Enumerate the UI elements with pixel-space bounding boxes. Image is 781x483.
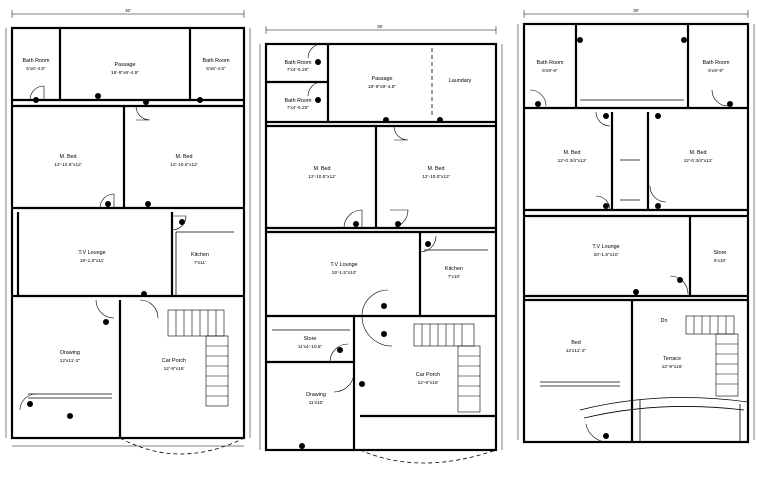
plan-3-room-5-name: T.V Lounge <box>592 244 619 250</box>
plan-1-room-9-name: Car Porch <box>162 358 186 364</box>
plan-1-room-3-size: 5'x6'-4.5" <box>206 66 226 72</box>
plan-3-room-2-size: 6'x9'-9" <box>708 68 724 74</box>
plan-1-room-5-name: M. Bed <box>175 154 192 160</box>
plan-1-room-8-size: 12'x11'-2" <box>60 358 81 364</box>
plan-2: 35' <box>259 24 503 464</box>
plan-3-room-1-size: 6'x9'-9" <box>542 68 558 74</box>
plan-2-room-4-name: Laundary <box>449 78 472 84</box>
plan-1-overall-width: 30' <box>125 8 131 13</box>
plan-2-room-11-name: Car Porch <box>416 372 440 378</box>
plan-1-room-2-size: 15'-9"x6'-4.5" <box>111 70 139 76</box>
plan-2-room-2-name: Bath Room <box>285 98 312 104</box>
plan-2-room-6-name: M. Bed <box>427 166 444 172</box>
plan-3-room-8-size: 12'-9"x16' <box>662 364 683 370</box>
plan-1-room-7-name: Kitchen <box>191 252 209 258</box>
plan-3-room-4-size: 12'-0 3/4"x12' <box>684 158 713 164</box>
plan-2-room-8-size: 7'x10' <box>448 274 460 280</box>
plan-2-room-5-name: M. Bed <box>313 166 330 172</box>
plan-3-room-5-size: 20'-1.5"x10' <box>594 252 619 258</box>
plan-3-room-2-name: Bath Room <box>703 60 730 66</box>
plan-3-room-3-size: 12'-0 3/4"x12' <box>558 158 587 164</box>
plan-3-room-4-name: M. Bed <box>689 150 706 156</box>
plan-2-room-9-name: Store <box>304 336 317 342</box>
plan-1-room-8-name: Drawing <box>60 350 80 356</box>
plan-2-room-7-name: T.V Lounge <box>330 262 357 268</box>
plan-2-room-1-name: Bath Room <box>285 60 312 66</box>
plan-3-room-7-size: 12'x11'-2" <box>566 348 587 354</box>
plan-2-room-6-size: 12'-10.5"x12' <box>422 174 450 180</box>
plan-1-room-9-size: 12'-9"x16' <box>164 366 185 372</box>
plan-1-room-6-name: T.V Lounge <box>78 250 105 256</box>
plan-1-room-6-size: 19'-1.5"x11' <box>80 258 105 264</box>
plan-1-room-4-size: 12'-10.5"x12' <box>54 162 82 168</box>
plan-2-room-1-size: 7'x4'-5.25" <box>287 67 309 73</box>
plan-3-room-6-name: Store <box>714 250 727 256</box>
plan-2-outer-wall <box>264 42 498 452</box>
plan-1-outer-wall <box>10 26 246 440</box>
plan-3-room-7-name: Bed <box>571 340 581 346</box>
plan-1-room-2-name: Passage <box>115 62 136 68</box>
plan-1-room-5-size: 12'-10.5"x12' <box>170 162 198 168</box>
plan-2-room-2-size: 7'x4'-5.25" <box>287 105 309 111</box>
plan-3: 30' <box>517 8 755 444</box>
plan-3-room-3-name: M. Bed <box>563 150 580 156</box>
plan-2-room-3-name: Passage <box>372 76 393 82</box>
plan-1-room-1-name: Bath Room <box>23 58 50 64</box>
plan-2-room-5-size: 12'-10.5"x12' <box>308 174 336 180</box>
plan-2-overall-width: 35' <box>377 24 383 29</box>
plan-1: 30' <box>5 8 251 455</box>
plan-3-room-9-name: Dn <box>661 318 668 324</box>
plan-3-room-6-size: 6'x10' <box>714 258 726 264</box>
plan-1-room-1-size: 5'x6'-4.5" <box>26 66 46 72</box>
plan-3-overall-width: 30' <box>633 8 639 13</box>
plan-3-outer-wall <box>522 22 750 444</box>
plan-1-room-3-name: Bath Room <box>203 58 230 64</box>
plan-2-room-10-name: Drawing <box>306 392 326 398</box>
plan-1-room-7-size: 7'x11' <box>194 260 206 266</box>
plan-3-room-8-name: Terrace <box>663 356 681 362</box>
plan-1-room-4-name: M. Bed <box>59 154 76 160</box>
plan-2-room-11-size: 12'-9"x16' <box>418 380 439 386</box>
plan-2-room-7-size: 19'-1.5"x10' <box>332 270 357 276</box>
plan-2-room-9-size: 11'x4'-10.5" <box>298 344 323 350</box>
plan-2-room-8-name: Kitchen <box>445 266 463 272</box>
plan-3-room-1-name: Bath Room <box>537 60 564 66</box>
plan-2-room-3-size: 16'-9"x9'-4.5" <box>368 84 396 90</box>
plan-2-room-10-size: 11'x10' <box>309 400 324 406</box>
